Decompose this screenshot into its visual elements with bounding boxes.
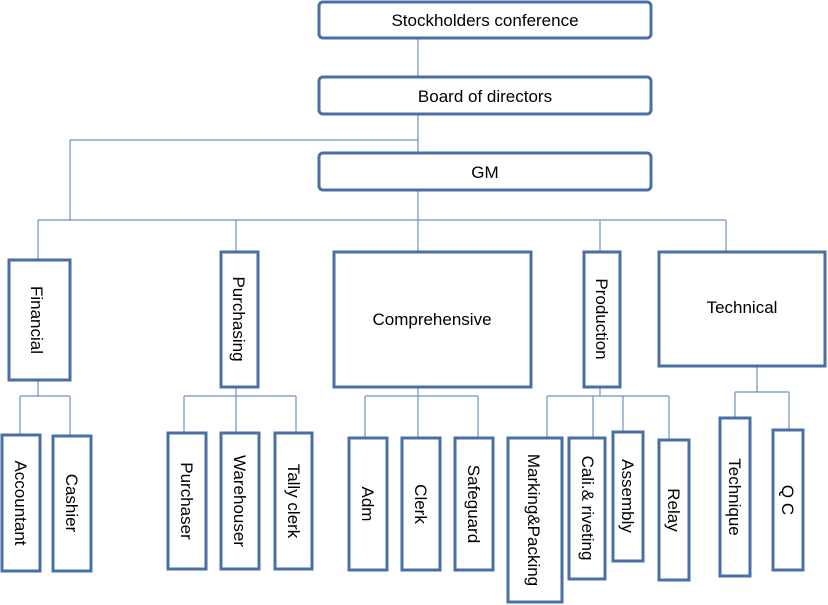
cashier-label: Cashier bbox=[62, 474, 81, 533]
technical-node: Technical bbox=[657, 250, 827, 368]
assembly-label: Assembly bbox=[618, 459, 637, 533]
assembly-node: Assembly bbox=[611, 430, 645, 563]
accountant-node: Accountant bbox=[0, 433, 42, 573]
warehouser-label: Warehouser bbox=[230, 455, 249, 547]
connector-lines bbox=[19, 38, 790, 440]
technique-node: Technique bbox=[718, 416, 752, 578]
marking-packing-label: Marking&Packing bbox=[524, 454, 543, 586]
safeguard-node: Safeguard bbox=[453, 436, 495, 572]
financial-label: Financial bbox=[27, 286, 46, 354]
warehouser-node: Warehouser bbox=[219, 431, 261, 571]
qc-label: Q C bbox=[778, 485, 797, 515]
cali-riveting-label: Cali.& riveting bbox=[578, 456, 597, 561]
relay-label: Relay bbox=[664, 488, 683, 532]
tally-clerk-label: Tally clerk bbox=[284, 464, 303, 539]
comprehensive-label: Comprehensive bbox=[372, 310, 491, 329]
clerk-label: Clerk bbox=[411, 484, 430, 524]
gm-node: GM bbox=[317, 151, 653, 192]
cashier-node: Cashier bbox=[51, 434, 93, 573]
financial-node: Financial bbox=[7, 258, 72, 382]
technical-label: Technical bbox=[707, 298, 778, 317]
production-label: Production bbox=[592, 278, 611, 359]
board-label: Board of directors bbox=[418, 87, 552, 106]
safeguard-label: Safeguard bbox=[464, 465, 483, 543]
gm-label: GM bbox=[471, 163, 498, 182]
purchaser-node: Purchaser bbox=[166, 431, 208, 571]
relay-node: Relay bbox=[657, 438, 691, 582]
comprehensive-node: Comprehensive bbox=[332, 250, 533, 389]
clerk-node: Clerk bbox=[400, 436, 442, 572]
purchasing-label: Purchasing bbox=[229, 276, 248, 361]
stockholders-label: Stockholders conference bbox=[391, 11, 578, 30]
adm-label: Adm bbox=[358, 487, 377, 522]
purchasing-node: Purchasing bbox=[219, 250, 260, 389]
production-node: Production bbox=[582, 250, 622, 389]
board-node: Board of directors bbox=[317, 75, 653, 116]
adm-node: Adm bbox=[347, 436, 389, 572]
marking-packing-node: Marking&Packing bbox=[506, 436, 564, 604]
stockholders-node: Stockholders conference bbox=[317, 0, 653, 40]
tally-clerk-node: Tally clerk bbox=[273, 431, 314, 571]
cali-riveting-node: Cali.& riveting bbox=[567, 436, 607, 581]
qc-node: Q C bbox=[771, 428, 805, 572]
purchaser-label: Purchaser bbox=[177, 462, 196, 540]
accountant-label: Accountant bbox=[11, 460, 30, 545]
technique-label: Technique bbox=[725, 458, 744, 536]
